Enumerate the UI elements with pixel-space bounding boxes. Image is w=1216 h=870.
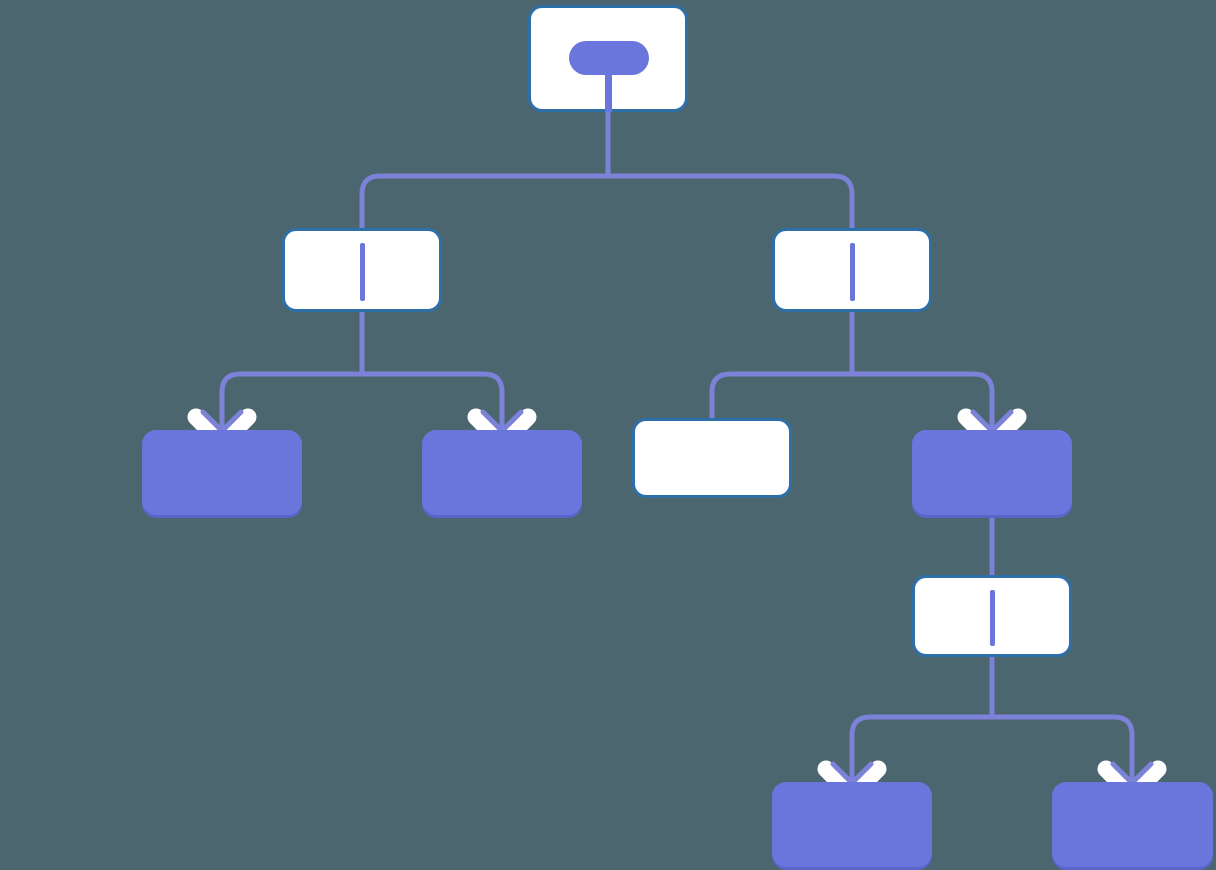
root-stem-glyph (605, 71, 612, 112)
arrowhead-l3a (200, 409, 244, 434)
node-l5-right[interactable] (1052, 782, 1213, 867)
arrowhead-l3d (970, 409, 1014, 434)
edge-l2left-to-l3b (362, 371, 505, 432)
l4-bar-glyph (990, 590, 995, 646)
edge-l2right-to-l3c (709, 312, 855, 418)
root-pill-glyph (569, 41, 649, 75)
node-l3-d[interactable] (912, 430, 1072, 515)
edge-root-to-l2-right (608, 173, 855, 228)
edge-l2right-to-l3d (852, 371, 995, 432)
edge-l4-to-l5right (992, 714, 1135, 784)
arrowhead-l5right (1110, 761, 1154, 786)
node-l2-right[interactable] (772, 228, 932, 312)
node-root[interactable] (528, 5, 688, 112)
l2-left-bar-glyph (360, 243, 365, 301)
edge-l2left-to-l3a (219, 312, 365, 432)
node-l2-left[interactable] (282, 228, 442, 312)
node-l3-b[interactable] (422, 430, 582, 515)
edge-l4-to-l5left (849, 657, 995, 784)
node-l5-left[interactable] (772, 782, 932, 867)
arrowhead-l5left (830, 761, 874, 786)
node-l4[interactable] (912, 575, 1072, 657)
node-l3-c[interactable] (632, 418, 792, 498)
edge-root-to-l2-left (359, 112, 611, 228)
node-l3-a[interactable] (142, 430, 302, 515)
arrowhead-l3b (480, 409, 524, 434)
l2-right-bar-glyph (850, 243, 855, 301)
